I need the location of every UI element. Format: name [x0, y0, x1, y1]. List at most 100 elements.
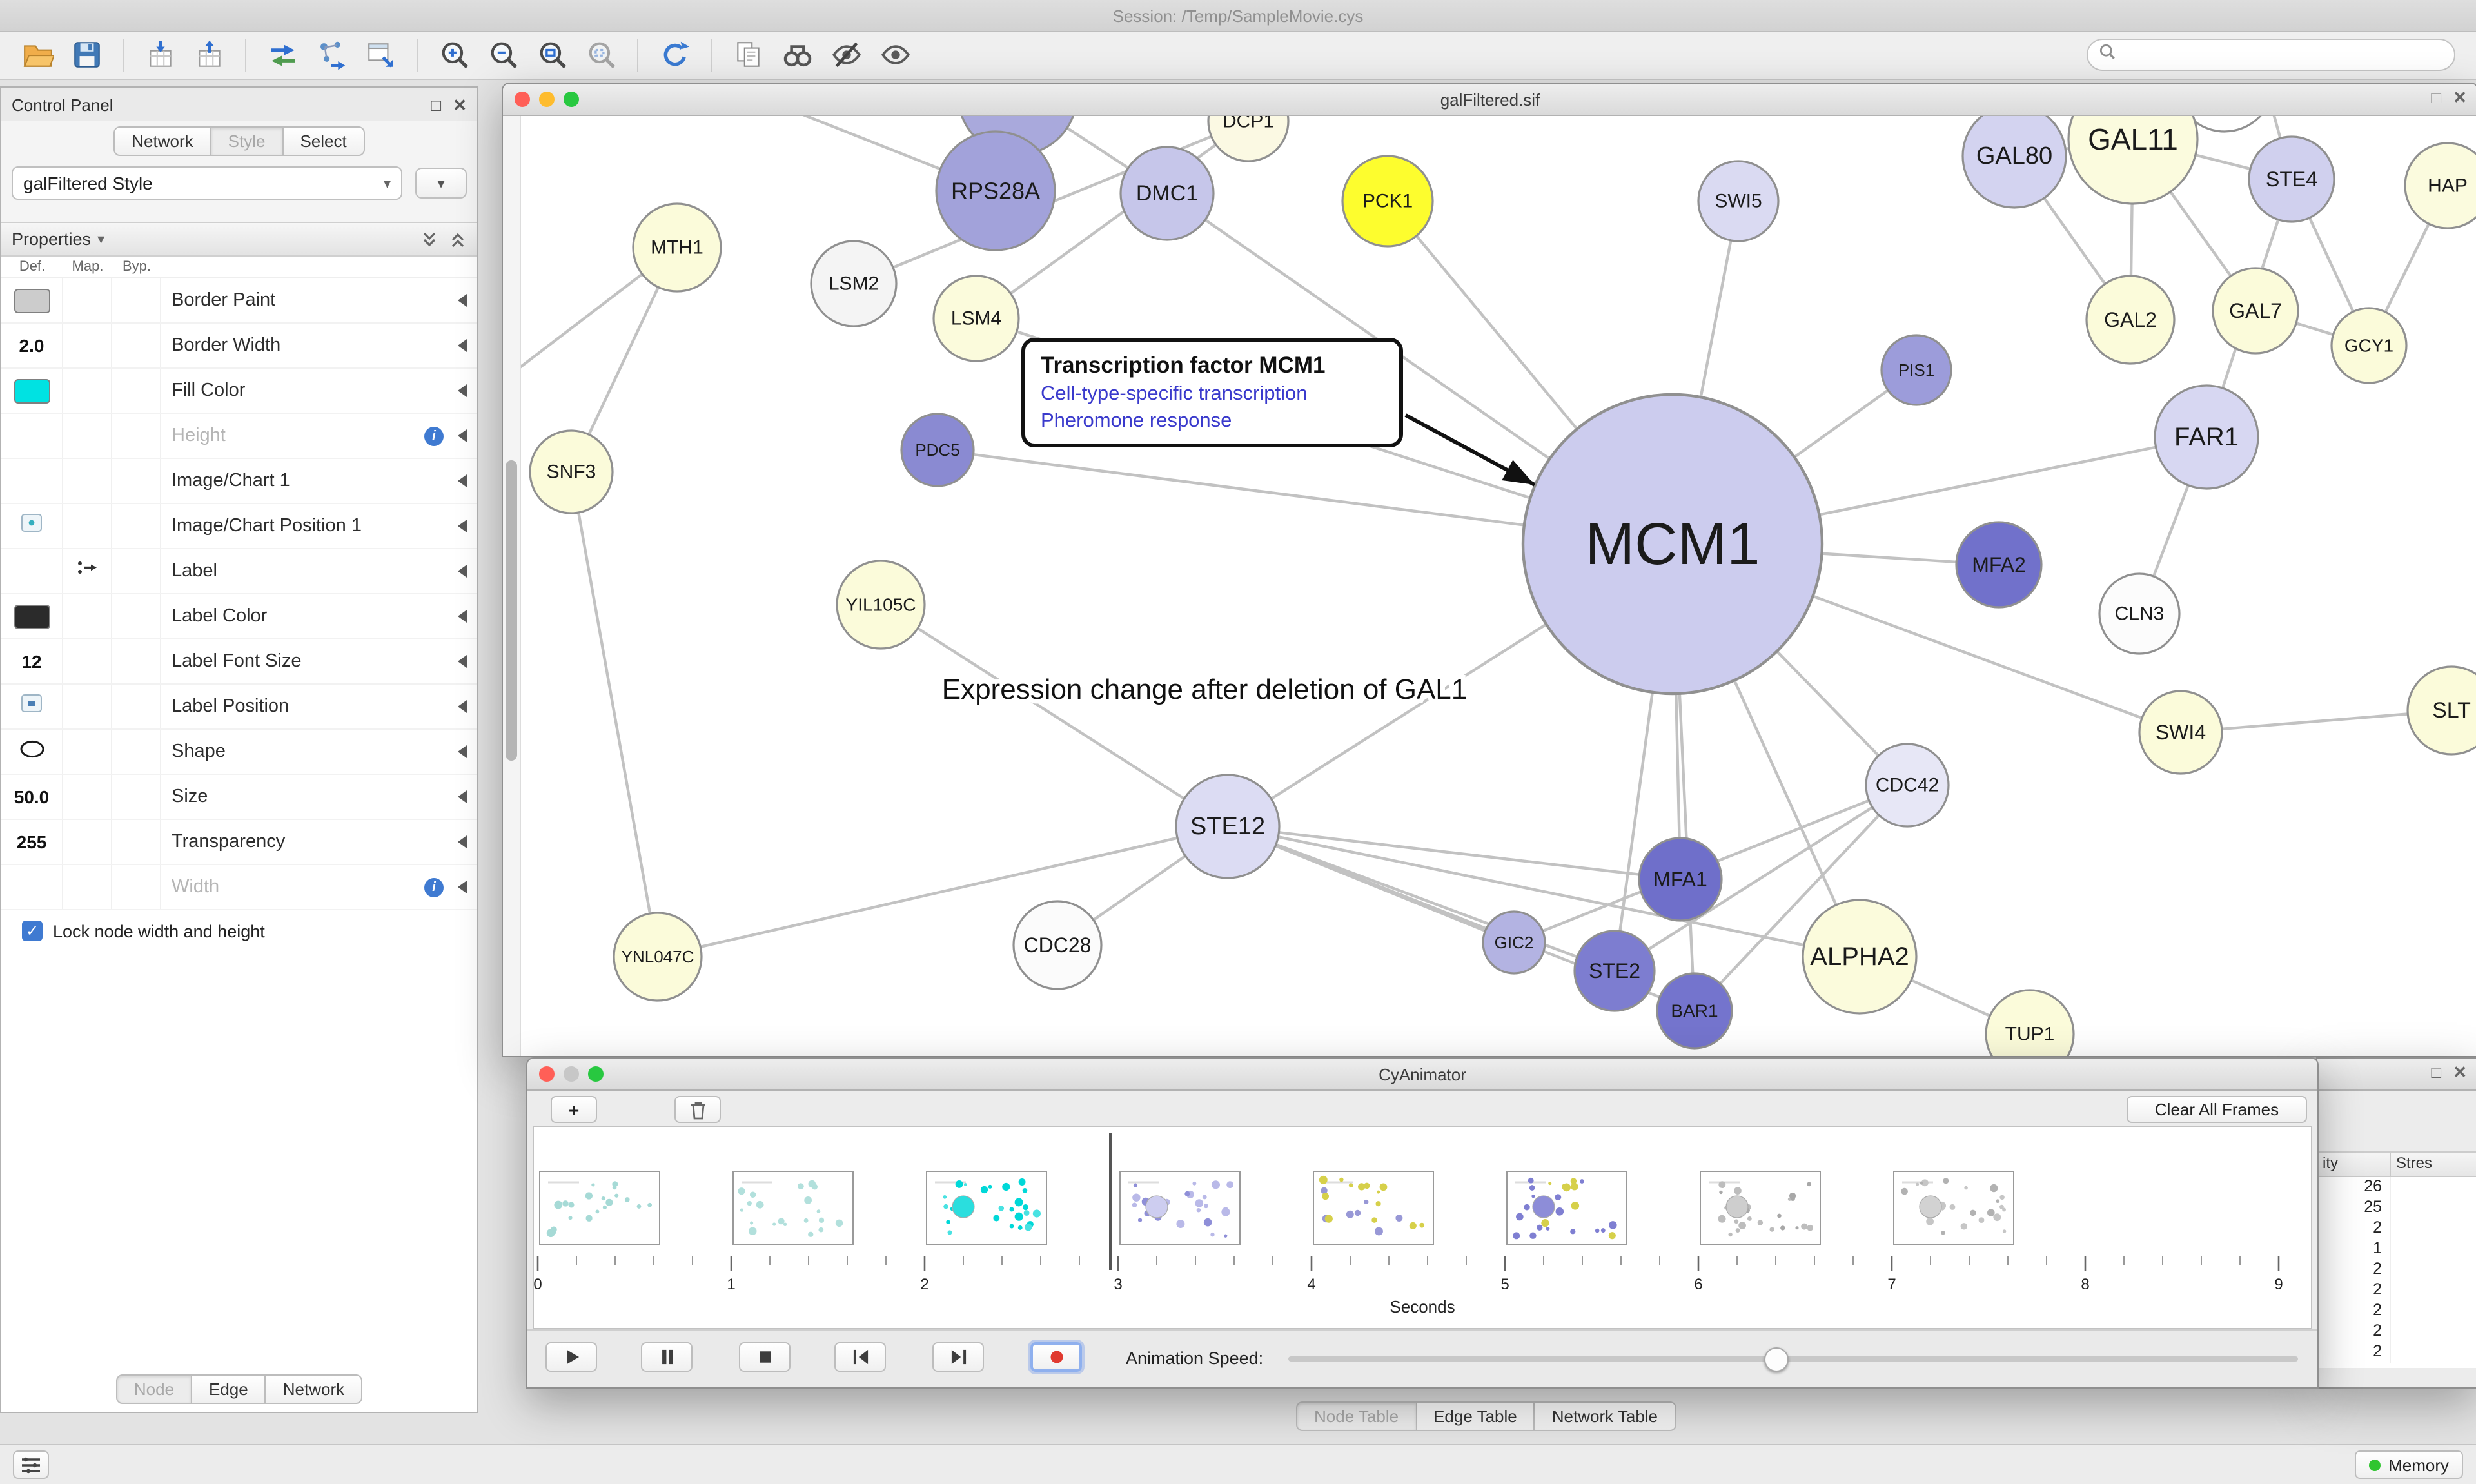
network-node-MTH1[interactable]: MTH1: [632, 202, 722, 293]
network-node-GAL80[interactable]: GAL80: [1961, 116, 2067, 209]
default-cell[interactable]: [1, 865, 63, 909]
table-tab-node-table[interactable]: Node Table: [1296, 1401, 1417, 1431]
float-panel-icon[interactable]: □: [431, 95, 442, 114]
expand-row-icon[interactable]: [458, 520, 467, 532]
info-icon[interactable]: i: [424, 877, 444, 897]
close-window-icon[interactable]: [539, 1066, 555, 1082]
close-view-icon[interactable]: ✕: [2453, 1062, 2467, 1082]
network-node-GAL7[interactable]: GAL7: [2212, 267, 2299, 355]
mapping-cell[interactable]: [63, 549, 112, 593]
bypass-cell[interactable]: [112, 775, 161, 819]
expand-row-icon[interactable]: [458, 294, 467, 307]
refresh-icon[interactable]: [654, 36, 695, 75]
tab-style[interactable]: Style: [210, 126, 284, 155]
table-tab-network-table[interactable]: Network Table: [1533, 1401, 1676, 1431]
mapping-cell[interactable]: [63, 324, 112, 367]
network-node-FAR1[interactable]: FAR1: [2154, 384, 2259, 490]
save-session-icon[interactable]: [66, 36, 107, 75]
expand-row-icon[interactable]: [458, 339, 467, 352]
clear-all-frames-button[interactable]: Clear All Frames: [2127, 1096, 2307, 1123]
bypass-cell[interactable]: [112, 504, 161, 548]
frame-thumbnail-5[interactable]: [1506, 1171, 1627, 1245]
network-node-TUP1[interactable]: TUP1: [1985, 989, 2075, 1056]
mapping-cell[interactable]: [63, 278, 112, 322]
side-table-row[interactable]: 2: [2317, 1301, 2476, 1322]
network-node-MFA2[interactable]: MFA2: [1955, 521, 2043, 609]
mapping-cell[interactable]: [63, 685, 112, 728]
export-network-icon[interactable]: [311, 36, 352, 75]
side-table-row[interactable]: 2: [2317, 1260, 2476, 1280]
pause-button[interactable]: [641, 1342, 693, 1372]
side-table-row[interactable]: 2: [2317, 1280, 2476, 1301]
side-table-row[interactable]: 25: [2317, 1198, 2476, 1218]
expand-row-icon[interactable]: [458, 474, 467, 487]
scrollbar-thumb[interactable]: [506, 460, 517, 761]
expand-row-icon[interactable]: [458, 700, 467, 713]
close-panel-icon[interactable]: ✕: [453, 95, 467, 114]
expand-row-icon[interactable]: [458, 745, 467, 758]
network-node-MCM1[interactable]: MCM1: [1521, 393, 1824, 696]
style-options-button[interactable]: ▾: [415, 168, 467, 199]
network-node-STE2[interactable]: STE2: [1573, 930, 1656, 1012]
bypass-cell[interactable]: [112, 865, 161, 909]
expand-row-icon[interactable]: [458, 881, 467, 893]
default-cell[interactable]: [1, 730, 63, 774]
network-node-STE12[interactable]: STE12: [1175, 774, 1281, 879]
play-button[interactable]: [545, 1342, 597, 1372]
bypass-cell[interactable]: [112, 278, 161, 322]
network-node-BAR1[interactable]: BAR1: [1656, 972, 1733, 1050]
mapping-cell[interactable]: [63, 730, 112, 774]
network-node-RPS28A[interactable]: RPS28A: [935, 130, 1056, 251]
panel-tab-node[interactable]: Node: [115, 1374, 192, 1403]
expand-row-icon[interactable]: [458, 610, 467, 623]
frame-thumbnail-3[interactable]: [1119, 1171, 1241, 1245]
playhead[interactable]: [1109, 1133, 1111, 1270]
network-node-ALPHA2[interactable]: ALPHA2: [1802, 899, 1918, 1015]
default-cell[interactable]: 12: [1, 639, 63, 683]
panel-tab-network[interactable]: Network: [264, 1374, 363, 1403]
frame-thumbnail-2[interactable]: [926, 1171, 1047, 1245]
property-row-image-chart-position-1[interactable]: Image/Chart Position 1: [1, 504, 477, 549]
slider-knob[interactable]: [1764, 1347, 1789, 1372]
zoom-out-icon[interactable]: [482, 36, 524, 75]
float-window-icon[interactable]: □: [2431, 1062, 2442, 1082]
side-table-row[interactable]: 26: [2317, 1177, 2476, 1198]
mapping-cell[interactable]: [63, 594, 112, 638]
network-node-PIS1[interactable]: PIS1: [1880, 334, 1952, 406]
bypass-cell[interactable]: [112, 549, 161, 593]
export-file-icon[interactable]: [188, 36, 230, 75]
default-cell[interactable]: [1, 369, 63, 413]
bypass-cell[interactable]: [112, 594, 161, 638]
mapping-cell[interactable]: [63, 820, 112, 864]
mapping-cell[interactable]: [63, 775, 112, 819]
expand-row-icon[interactable]: [458, 655, 467, 668]
network-node-LSM2[interactable]: LSM2: [810, 240, 898, 327]
network-node-SLT[interactable]: SLT: [2406, 665, 2476, 756]
minimize-window-icon[interactable]: [564, 1066, 579, 1082]
property-row-label-position[interactable]: Label Position: [1, 685, 477, 730]
skip-start-button[interactable]: [834, 1342, 886, 1372]
bypass-cell[interactable]: [112, 820, 161, 864]
zoom-window-icon[interactable]: [588, 1066, 604, 1082]
mapping-cell[interactable]: [63, 865, 112, 909]
mapping-cell[interactable]: [63, 504, 112, 548]
network-node-STE4[interactable]: STE4: [2248, 135, 2335, 223]
network-node-GCY1[interactable]: GCY1: [2330, 307, 2408, 384]
add-frame-button[interactable]: +: [551, 1096, 597, 1123]
side-window-titlebar[interactable]: □ ✕: [2317, 1059, 2476, 1091]
property-row-label[interactable]: Label: [1, 549, 477, 594]
network-node-PDC5[interactable]: PDC5: [900, 413, 975, 487]
close-view-icon[interactable]: ✕: [2453, 88, 2467, 107]
float-window-icon[interactable]: □: [2431, 88, 2442, 107]
panel-tab-edge[interactable]: Edge: [191, 1374, 266, 1403]
property-row-fill-color[interactable]: Fill Color: [1, 369, 477, 414]
default-cell[interactable]: [1, 278, 63, 322]
default-cell[interactable]: [1, 594, 63, 638]
expand-row-icon[interactable]: [458, 835, 467, 848]
bypass-cell[interactable]: [112, 369, 161, 413]
open-session-icon[interactable]: [17, 36, 58, 75]
